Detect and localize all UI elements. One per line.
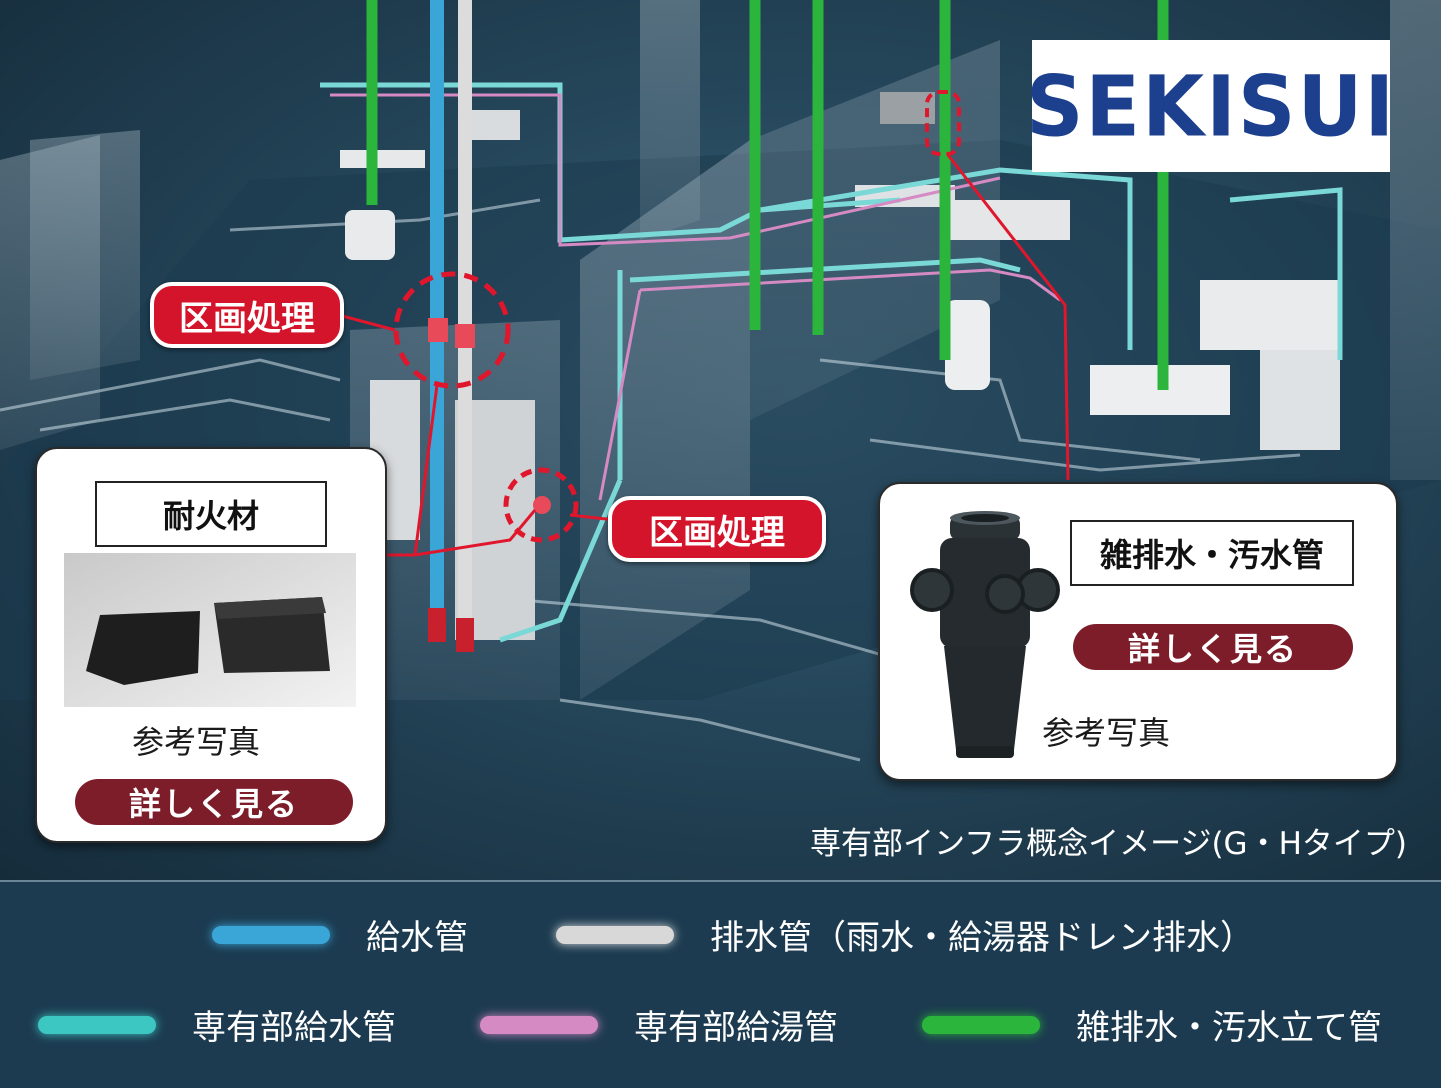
- legend-swatch: [38, 1016, 156, 1034]
- legend-label: 雑排水・汚水立て管: [1076, 1000, 1382, 1049]
- fireproof-photo: [64, 553, 356, 707]
- diagram-caption: 専有部インフラ概念イメージ(G・Hタイプ): [810, 818, 1407, 863]
- legend-label: 専有部給水管: [192, 1000, 396, 1049]
- firestop-sleeve: [428, 318, 448, 342]
- brand-logo: SEKISUI: [1026, 57, 1396, 155]
- fireproof-title: 耐火材: [95, 481, 327, 547]
- drain-pipe-card: 雑排水・汚水管 詳しく見る 参考写真: [878, 482, 1398, 781]
- legend-item-drain: 排水管（雨水・給湯器ドレン排水）: [556, 910, 1254, 959]
- firestop-sleeve: [455, 324, 475, 348]
- legend-item-drain-stack: 雑排水・汚水立て管: [922, 1000, 1382, 1049]
- fireproof-card: 耐火材 参考写真 詳しく見る: [35, 447, 387, 843]
- drain-more-button[interactable]: 詳しく見る: [1073, 624, 1353, 670]
- legend-swatch: [480, 1016, 598, 1034]
- drain-fitting-photo: [910, 510, 1060, 764]
- firestop-sleeve: [456, 618, 474, 652]
- legend-swatch: [922, 1016, 1040, 1034]
- legend-label: 専有部給湯管: [634, 1000, 838, 1049]
- compartment-label-middle: 区画処理: [608, 496, 826, 562]
- legend-item-private-hot-water: 専有部給湯管: [480, 1000, 838, 1049]
- legend: 給水管 排水管（雨水・給湯器ドレン排水） 専有部給水管 専有部給湯管 雑排水・汚…: [0, 880, 1441, 1088]
- photo-note: 参考写真: [1042, 708, 1170, 754]
- legend-label: 排水管（雨水・給湯器ドレン排水）: [710, 910, 1254, 959]
- wall-panel: [1390, 0, 1441, 480]
- legend-swatch: [212, 926, 330, 944]
- photo-note: 参考写真: [132, 717, 260, 763]
- legend-swatch: [556, 926, 674, 944]
- compartment-label-top: 区画処理: [150, 282, 344, 348]
- legend-label: 給水管: [366, 910, 468, 959]
- diagram-area: SEKISUI 区画処理 区画処理 耐火材 参考写真 詳しく見る: [0, 0, 1441, 880]
- legend-item-water-supply: 給水管: [212, 910, 468, 959]
- drain-pipe-title: 雑排水・汚水管: [1070, 520, 1354, 586]
- legend-item-private-water: 専有部給水管: [38, 1000, 396, 1049]
- wall-panel: [30, 130, 140, 380]
- fireproof-more-button[interactable]: 詳しく見る: [75, 779, 353, 825]
- firestop-sleeve: [428, 608, 446, 642]
- brand-logo-box: SEKISUI: [1032, 40, 1390, 172]
